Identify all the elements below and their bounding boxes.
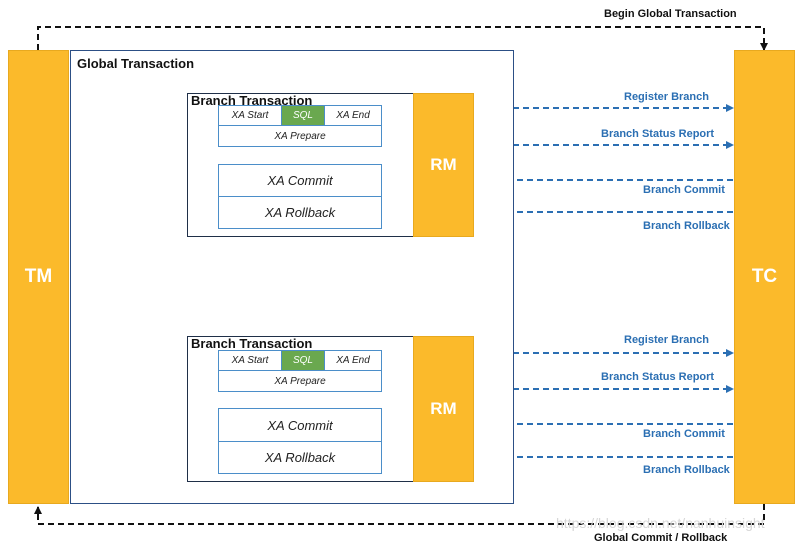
xa-rollback-step: XA Rollback (218, 441, 382, 474)
rm-box-2: RM (413, 336, 474, 482)
branch-commit-label: Branch Commit (643, 184, 725, 196)
xa-commit-step: XA Commit (218, 164, 382, 197)
branch-transaction-title: Branch Transaction (191, 336, 313, 351)
sql-step: SQL (281, 350, 325, 371)
rm-label: RM (430, 399, 457, 418)
branch-status-report-label: Branch Status Report (601, 371, 715, 383)
register-branch-label: Register Branch (624, 91, 709, 103)
rm-label: RM (430, 155, 457, 174)
begin-global-transaction-label: Begin Global Transaction (604, 8, 737, 20)
xa-prepare-step: XA Prepare (218, 125, 382, 147)
begin-global-transaction-arrow (37, 26, 768, 51)
xa-rollback-step: XA Rollback (218, 196, 382, 229)
register-branch-label: Register Branch (624, 334, 709, 346)
branch-transaction-title: Branch Transaction (191, 93, 313, 108)
tm-box: TM (8, 50, 69, 504)
branch-commit-label: Branch Commit (643, 428, 725, 440)
tc-box: TC (734, 50, 795, 504)
tc-label: TC (751, 266, 778, 287)
xa-start-step: XA Start (218, 350, 282, 371)
sql-step: SQL (281, 105, 325, 126)
global-transaction-title: Global Transaction (77, 56, 195, 71)
xa-start-step: XA Start (218, 105, 282, 126)
xa-prepare-step: XA Prepare (218, 370, 382, 392)
branch-status-report-label: Branch Status Report (601, 128, 715, 140)
branch-rollback-label: Branch Rollback (643, 464, 730, 476)
branch-rollback-label: Branch Rollback (643, 220, 730, 232)
xa-end-step: XA End (324, 105, 382, 126)
tm-label: TM (24, 266, 53, 287)
rm-box-1: RM (413, 93, 474, 237)
global-commit-rollback-label: Global Commit / Rollback (594, 532, 728, 544)
global-commit-rollback-arrow (34, 504, 765, 525)
xa-commit-step: XA Commit (218, 408, 382, 442)
xa-end-step: XA End (324, 350, 382, 371)
watermark-text: https://blog.csdn.net/nanhuinsight (556, 515, 765, 531)
